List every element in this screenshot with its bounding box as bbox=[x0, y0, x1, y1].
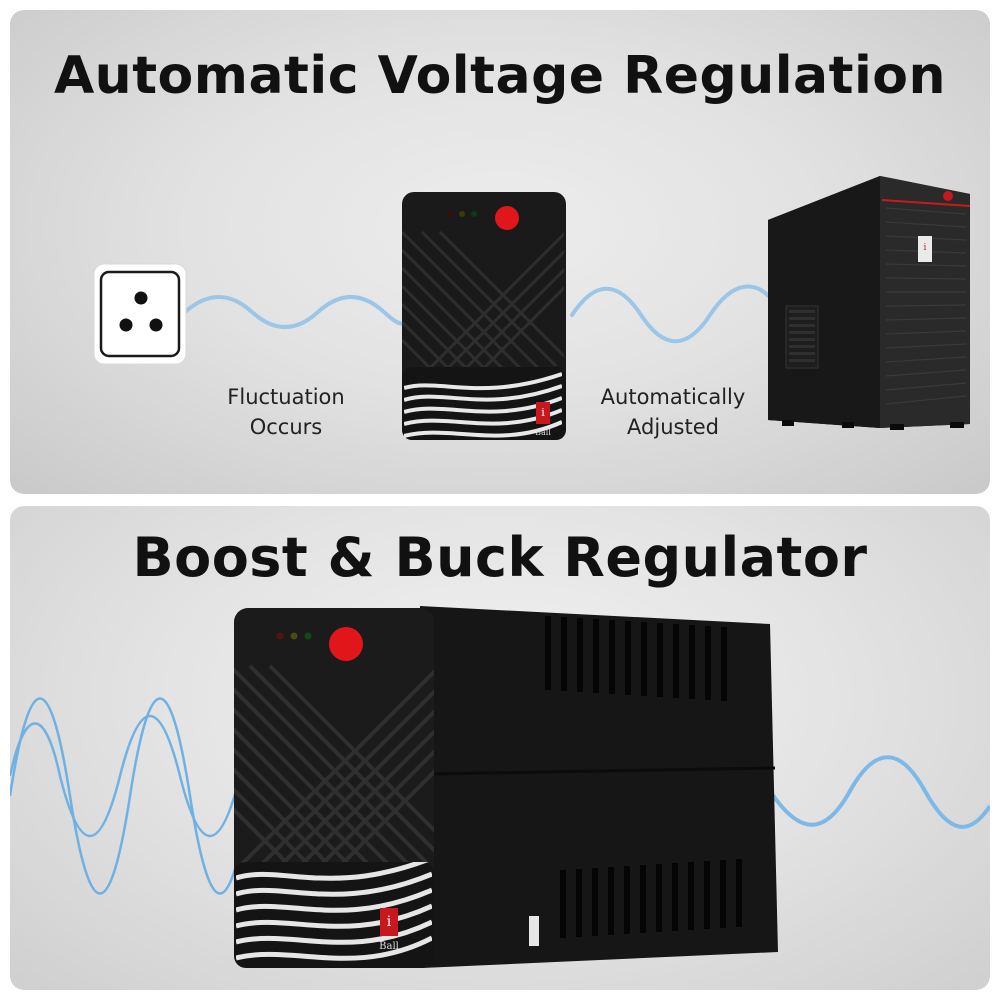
output-wave bbox=[768, 755, 990, 829]
power-button-icon bbox=[495, 206, 519, 230]
brand-logo-icon: i Ball bbox=[379, 908, 399, 952]
ups-device-large: i Ball bbox=[234, 606, 778, 968]
svg-text:i: i bbox=[541, 406, 545, 419]
input-wave-low bbox=[10, 714, 242, 838]
power-socket-icon bbox=[93, 263, 187, 365]
led-indicator-icon bbox=[276, 632, 284, 640]
boost-buck-illustration: i Ball bbox=[10, 606, 990, 968]
ups-device: i Ball bbox=[402, 192, 566, 440]
pc-tower: i bbox=[768, 176, 971, 430]
input-wave-high bbox=[10, 697, 252, 895]
svg-text:Ball: Ball bbox=[379, 941, 399, 952]
caption-adjusted: Automatically Adjusted bbox=[573, 382, 773, 442]
led-indicator-icon bbox=[447, 211, 453, 217]
caption-fluctuation: Fluctuation Occurs bbox=[186, 382, 386, 442]
brand-logo-icon: i Ball bbox=[535, 402, 551, 437]
boost-buck-panel: Boost & Buck Regulator bbox=[10, 506, 990, 990]
svg-text:i: i bbox=[924, 243, 927, 253]
caption-line: Automatically Adjusted bbox=[600, 385, 746, 439]
svg-text:i: i bbox=[387, 914, 392, 930]
input-wave bbox=[183, 295, 408, 329]
avr-illustration: i Ball bbox=[93, 176, 971, 440]
avr-panel: Automatic Voltage Regulation bbox=[10, 10, 990, 494]
panel-title: Boost & Buck Regulator bbox=[132, 526, 868, 589]
svg-text:Ball: Ball bbox=[535, 428, 551, 437]
power-button-icon bbox=[329, 627, 363, 661]
panel-title: Automatic Voltage Regulation bbox=[53, 46, 947, 106]
caption-line: Fluctuation Occurs bbox=[227, 385, 345, 439]
output-wave bbox=[570, 284, 774, 344]
